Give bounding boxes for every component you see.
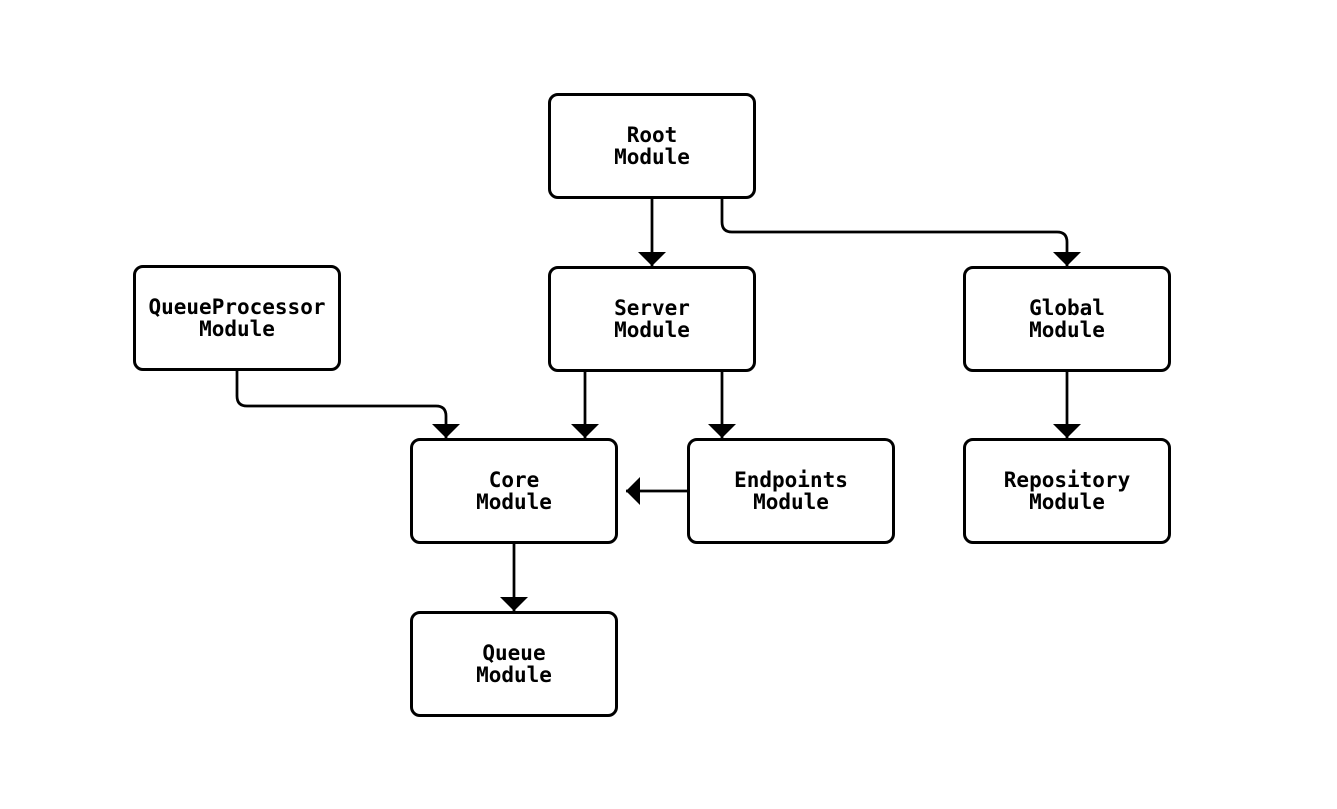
node-queue-module: Queue Module: [410, 611, 618, 717]
node-queueprocessor-module: QueueProcessor Module: [133, 265, 341, 371]
node-queueprocessor-module-label: QueueProcessor Module: [148, 295, 326, 341]
node-root-module: Root Module: [548, 93, 756, 199]
node-root-module-label: Root Module: [614, 123, 690, 169]
node-endpoints-module-label: Endpoints Module: [734, 468, 848, 514]
node-server-module: Server Module: [548, 266, 756, 372]
node-queue-module-label: Queue Module: [476, 641, 552, 687]
node-repository-module-label: Repository Module: [1003, 468, 1131, 514]
edge-queueprocessor-to-core: [235, 371, 460, 438]
edge-root-to-global: [720, 199, 1081, 266]
node-global-module-label: Global Module: [1029, 296, 1105, 342]
node-repository-module: Repository Module: [963, 438, 1171, 544]
node-core-module-label: Core Module: [476, 468, 552, 514]
node-endpoints-module: Endpoints Module: [687, 438, 895, 544]
node-server-module-label: Server Module: [614, 296, 690, 342]
node-global-module: Global Module: [963, 266, 1171, 372]
node-core-module: Core Module: [410, 438, 618, 544]
